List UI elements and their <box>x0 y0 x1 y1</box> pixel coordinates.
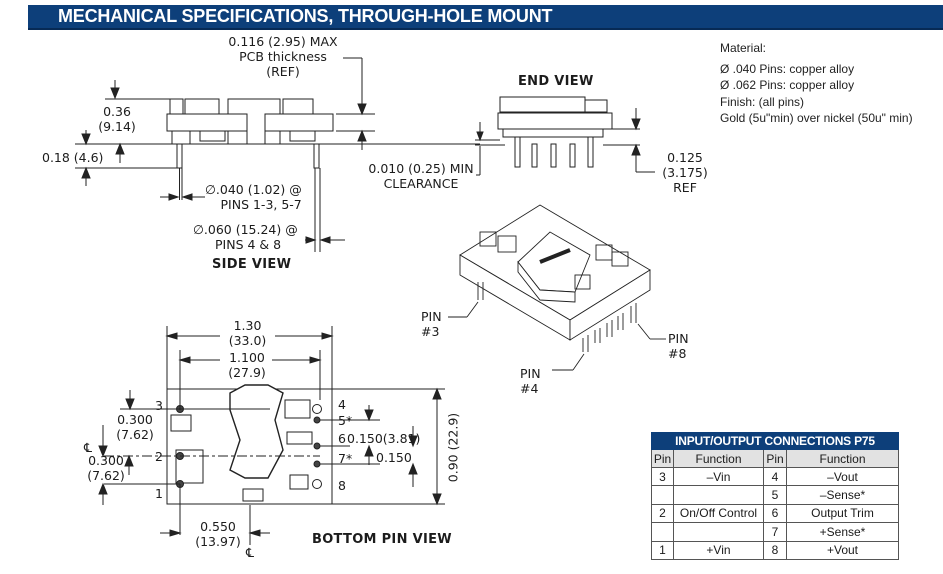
upper-pitch-label: 0.300(7.62) <box>116 412 154 442</box>
table-header-row: Pin Function Pin Function <box>651 449 899 468</box>
pin-label-5: 5* <box>338 413 353 428</box>
iso-pin4-label: PIN#4 <box>520 366 541 396</box>
pin-label-7: 7* <box>338 451 353 466</box>
pin-diameter-small-label: ∅.040 (1.02) @ PINS 1-3, 5-7 <box>205 182 302 212</box>
iso-pin3-label: PIN#3 <box>421 309 442 339</box>
pin-label-8: 8 <box>338 478 346 493</box>
pin-length-label: 0.18 (4.6) <box>42 150 104 165</box>
table-title: INPUT/OUTPUT CONNECTIONS P75 <box>651 432 899 450</box>
section-title: MECHANICAL SPECIFICATIONS, THROUGH-HOLE … <box>58 6 553 26</box>
cell: +Sense* <box>786 522 899 542</box>
io-connections-table: INPUT/OUTPUT CONNECTIONS P75 Pin Functio… <box>651 432 899 560</box>
cell <box>673 522 764 542</box>
pin-diameter-large-label: ∅.060 (15.24) @ PINS 4 & 8 <box>193 222 298 252</box>
cell: On/Off Control <box>673 503 764 524</box>
end-view-title: END VIEW <box>518 74 594 89</box>
pin-label-1: 1 <box>155 486 163 501</box>
section-header-banner: MECHANICAL SPECIFICATIONS, THROUGH-HOLE … <box>28 5 943 30</box>
header-pin: Pin <box>651 449 674 468</box>
height-label: 0.90 (22.9) <box>445 412 461 483</box>
header-pin: Pin <box>763 449 787 468</box>
cell: +Vout <box>786 540 899 560</box>
pin-label-2: 2 <box>155 449 163 464</box>
height-dimension-label: 0.36 (9.14) <box>98 104 136 134</box>
cell: +Vin <box>673 540 764 560</box>
right-pitch-label-2: 0.150 <box>376 450 412 465</box>
cell <box>673 485 764 505</box>
material-notes: Material: Ø .040 Pins: copper alloy Ø .0… <box>720 41 913 125</box>
cell: Output Trim <box>786 503 899 524</box>
pcb-thickness-label: 0.116 (2.95) MAX PCB thickness (REF) <box>228 34 338 79</box>
table-row: 5 –Sense* <box>651 485 899 505</box>
side-view-drawing <box>75 57 480 252</box>
cell: 1 <box>651 540 674 560</box>
table-row: 3 –Vin 4 –Vout <box>651 466 899 487</box>
lower-pitch-label: 0.300(7.62) <box>87 453 125 483</box>
pin-label-3: 3 <box>155 398 163 413</box>
pin-label-6: 6 <box>338 431 346 446</box>
cell: –Vin <box>673 466 764 487</box>
header-function: Function <box>786 449 899 468</box>
cell: 3 <box>651 466 674 487</box>
centerline-symbol-bottom: ℄ <box>246 545 255 560</box>
cell: 7 <box>763 522 787 542</box>
end-view-ref-label: 0.125 (3.175) REF <box>662 150 708 195</box>
pin-label-4: 4 <box>338 397 346 412</box>
centerline-symbol-left: ℄ <box>84 440 93 455</box>
cell: 4 <box>763 466 787 487</box>
right-pitch-label-1: 0.150(3.81) <box>347 431 421 446</box>
cell: 5 <box>763 485 787 505</box>
outer-width-label: 1.30(33.0) <box>228 318 267 348</box>
bottom-view-title: BOTTOM PIN VIEW <box>312 532 452 547</box>
cell: –Vout <box>786 466 899 487</box>
table-row: 1 +Vin 8 +Vout <box>651 540 899 560</box>
pin-span-label: 1.100(27.9) <box>228 350 266 380</box>
isometric-view-drawing <box>448 204 666 371</box>
cell <box>651 485 674 505</box>
center-offset-label: 0.550(13.97) <box>195 519 241 549</box>
side-view-title: SIDE VIEW <box>212 257 292 272</box>
header-function: Function <box>673 449 764 468</box>
bottom-view-drawing <box>98 326 445 545</box>
table-row: 7 +Sense* <box>651 522 899 542</box>
cell <box>651 522 674 542</box>
cell: 2 <box>651 503 674 524</box>
cell: 6 <box>763 503 787 524</box>
cell: 8 <box>763 540 787 560</box>
table-row: 2 On/Off Control 6 Output Trim <box>651 503 899 524</box>
end-view-drawing <box>475 96 655 176</box>
cell: –Sense* <box>786 485 899 505</box>
clearance-label: 0.010 (0.25) MIN CLEARANCE <box>368 161 474 191</box>
iso-pin8-label: PIN#8 <box>668 331 689 361</box>
